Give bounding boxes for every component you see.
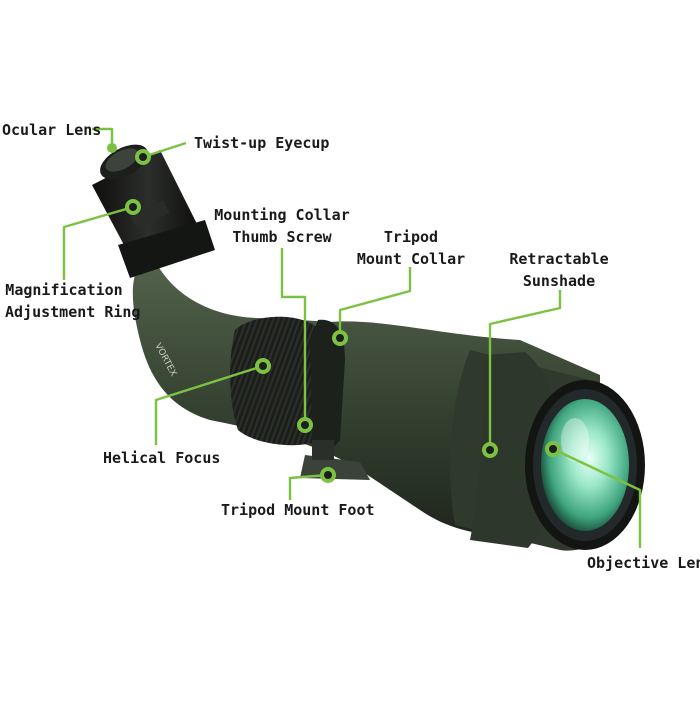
label-tripod-collar-line1: Tripod [383, 228, 439, 246]
dot-mounting-collar [297, 417, 313, 433]
dot-helical [255, 358, 271, 374]
label-tripod-collar-line2: Mount Collar [356, 250, 466, 268]
callout-line-mounting-collar [280, 248, 307, 425]
label-tripod-mount-foot: Tripod Mount Foot [221, 501, 375, 519]
callout-line-tripod-foot [288, 473, 329, 500]
dot-tripod-foot [320, 467, 336, 483]
label-magnification-line1: Magnification [5, 281, 123, 299]
callout-line-ocular [92, 127, 114, 148]
callout-line-sunshade [488, 290, 562, 450]
label-helical-focus: Helical Focus [103, 449, 221, 467]
callout-dots [107, 143, 561, 483]
label-mounting-collar-thumb-screw: Mounting Collar Thumb Screw [214, 204, 350, 248]
callout-lines [62, 127, 642, 548]
label-retractable-line1: Retractable [509, 250, 609, 268]
eyepiece [92, 144, 215, 278]
label-ocular-lens: Ocular Lens [2, 121, 102, 139]
label-mounting-collar-line1: Mounting Collar [214, 206, 350, 224]
callout-line-tripod-collar [338, 267, 412, 338]
label-magnification-line2: Adjustment Ring [5, 303, 141, 321]
callout-line-magnification [62, 205, 134, 280]
dot-tripod-collar [332, 330, 348, 346]
label-retractable-line2: Sunshade [522, 272, 596, 290]
label-magnification-adjustment-ring: Magnification Adjustment Ring [5, 279, 141, 323]
label-tripod-mount-collar: Tripod Mount Collar [356, 226, 466, 270]
dot-ocular [107, 143, 117, 153]
dot-sunshade [482, 442, 498, 458]
label-twist-up-eyecup: Twist-up Eyecup [194, 134, 330, 152]
helical-focus-ring [230, 316, 328, 446]
callout-line-objective [552, 447, 642, 548]
dot-magnification [125, 199, 141, 215]
label-retractable-sunshade: Retractable Sunshade [506, 248, 612, 292]
dot-objective [545, 441, 561, 457]
dot-eyecup [135, 149, 151, 165]
label-objective-lens: Objective Lens [587, 554, 700, 572]
label-mounting-collar-line2: Thumb Screw [232, 228, 332, 246]
callout-line-helical [154, 364, 264, 445]
